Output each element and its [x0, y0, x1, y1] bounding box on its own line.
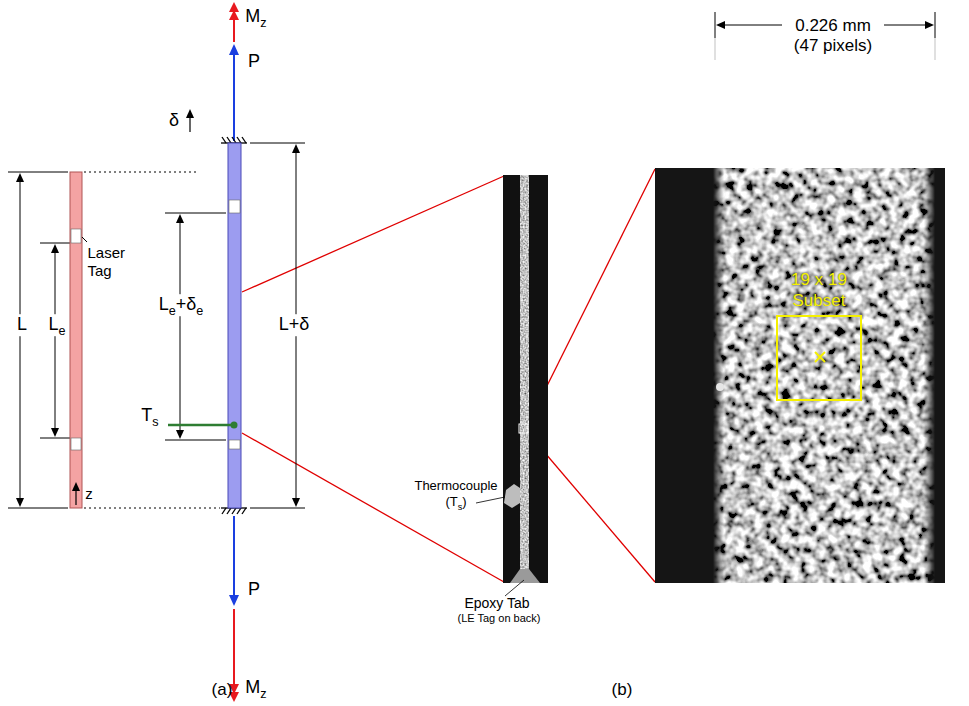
- dimension-arrowheads-gauge: [176, 214, 184, 439]
- length-label: L+δ: [277, 314, 312, 336]
- laser-tag: [229, 440, 240, 449]
- gauge-length-label: Le+δe: [157, 294, 206, 316]
- dimension-lines-left: [8, 172, 70, 508]
- force-arrow-bottom: [229, 516, 239, 606]
- moment-label: Mz: [245, 6, 266, 28]
- moment-label: Mz: [245, 677, 266, 699]
- thermocouple-label: Thermocouple (Ts): [413, 478, 499, 509]
- laser-tag: [71, 229, 81, 243]
- subset-box: 19 x 19 Subset: [776, 315, 862, 401]
- thermocouple-wire: [168, 422, 238, 429]
- fixed-support-top: [221, 137, 247, 143]
- fixed-support-bottom: [221, 508, 247, 514]
- panel-label: (b): [612, 680, 633, 700]
- dimension-lines-gauge: [165, 213, 226, 440]
- epoxy-tab-label: Epoxy Tab: [464, 595, 529, 612]
- dimension-label: 0.226 mm (47 pixels): [786, 16, 881, 57]
- dimension-arrowheads-left: [16, 173, 59, 507]
- force-arrow-top: [229, 44, 239, 141]
- panel-label: (a): [212, 680, 233, 700]
- axis-label: z: [85, 485, 93, 503]
- loaded-specimen: [228, 143, 241, 508]
- laser-tag: [229, 200, 240, 213]
- width-dimension: [715, 12, 935, 60]
- zoom-lines: [242, 169, 655, 582]
- laser-tag: [71, 438, 81, 450]
- reference-dotted-lines: [84, 172, 220, 508]
- length-label: L: [15, 314, 29, 336]
- displacement-label: δ: [169, 110, 179, 132]
- temperature-label: Ts: [141, 405, 158, 427]
- z-axis-arrow: [72, 482, 80, 505]
- force-label: P: [248, 51, 260, 73]
- leader-line: [82, 237, 87, 242]
- delta-arrow: [186, 109, 194, 132]
- speckle-image: [655, 168, 945, 583]
- reference-specimen: [70, 172, 82, 508]
- subset-label: 19 x 19 Subset: [783, 270, 855, 311]
- force-label: P: [248, 579, 260, 601]
- tag-note: (LE Tag on back): [458, 612, 541, 625]
- gauge-length-label: Le: [46, 314, 67, 336]
- specimen-photo: [476, 175, 548, 596]
- moment-arrow-top: [229, 2, 239, 42]
- tag-label: Laser Tag: [88, 244, 133, 280]
